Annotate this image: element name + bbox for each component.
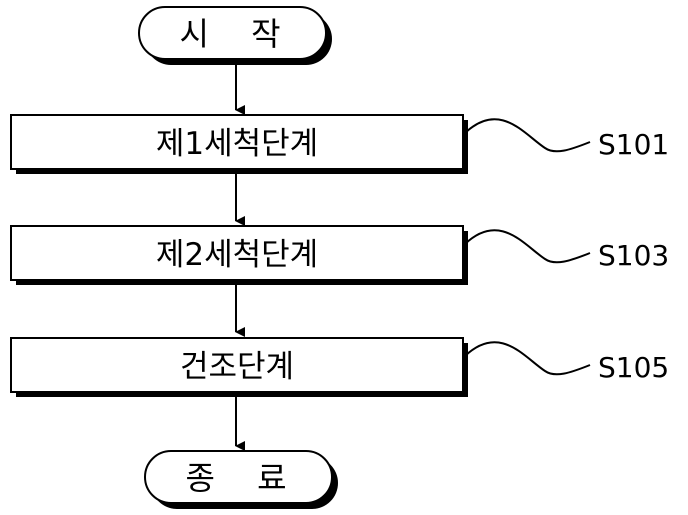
leader-line-s103 [464, 229, 591, 264]
ref-label-s103: S103 [598, 239, 669, 272]
step-label-s103: 제2세척단계 [156, 237, 318, 273]
end-terminator: 종 료 [144, 450, 338, 509]
leader-line-s105 [464, 341, 591, 376]
process-step-s105: 건조단계 [10, 337, 468, 397]
step-label-s101: 제1세척단계 [156, 126, 318, 162]
process-step-s103: 제2세척단계 [10, 225, 468, 285]
end-label: 종 료 [185, 459, 302, 497]
leader-line-s101 [464, 118, 591, 153]
start-terminator: 시 작 [138, 6, 332, 65]
start-label: 시 작 [179, 15, 296, 53]
step-label-s105: 건조단계 [180, 349, 294, 385]
ref-label-s101: S101 [598, 128, 669, 161]
process-step-s101: 제1세척단계 [10, 114, 468, 174]
ref-label-s105: S105 [598, 351, 669, 384]
